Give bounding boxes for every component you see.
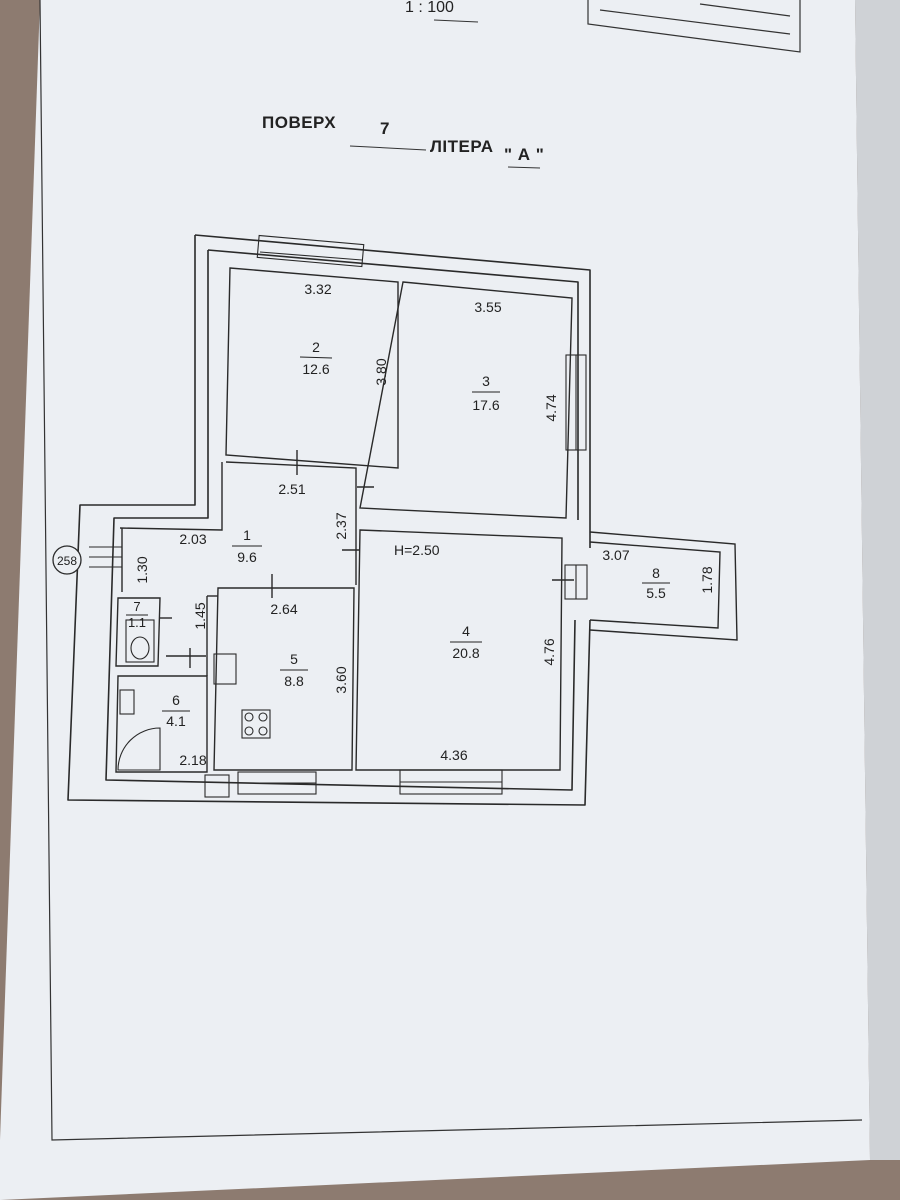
room-8-area: 5.5	[646, 585, 666, 601]
dim-r4-width: 4.36	[440, 747, 467, 763]
dim-wc-height: 1.45	[192, 602, 208, 629]
dim-r6-width: 2.18	[179, 752, 206, 768]
room-2-area: 12.6	[302, 361, 329, 377]
balcony-outline	[589, 531, 738, 641]
shower-icon	[117, 727, 161, 771]
room-8-number: 8	[652, 565, 660, 581]
interior-walls	[115, 267, 573, 773]
paper-edge	[855, 0, 900, 1160]
dim-r4-height: 4.76	[541, 638, 557, 665]
page-frame	[39, 0, 863, 1141]
dim-r1-height: 2.37	[333, 512, 349, 539]
fixtures	[117, 619, 271, 771]
room-1-area: 9.6	[237, 549, 257, 565]
sink-icon-bath	[119, 689, 135, 715]
room-5-area: 8.8	[284, 673, 304, 689]
letter-label: ЛІТЕРА	[430, 137, 494, 156]
sink-icon-kitchen	[213, 653, 237, 685]
section-marker	[52, 545, 82, 575]
stove-icon	[241, 709, 271, 739]
exterior-walls	[67, 234, 591, 806]
dim-r8-width: 3.07	[602, 547, 629, 563]
windows	[89, 234, 588, 798]
room-3-area: 17.6	[472, 397, 499, 413]
dim-r8-height: 1.78	[699, 566, 715, 593]
room-6-area: 4.1	[166, 713, 186, 729]
dim-r2-height: 3.80	[373, 358, 389, 385]
room-7-area: 1.1	[128, 615, 146, 630]
door-marks	[160, 450, 574, 668]
scale-text: 1 : 100	[405, 0, 454, 16]
dim-r3-height: 4.74	[543, 394, 559, 421]
ceiling-height: H=2.50	[394, 542, 440, 558]
toilet-icon	[125, 619, 155, 663]
paper-sheet	[0, 0, 870, 1200]
title-block	[587, 0, 801, 53]
letter-value: " А "	[504, 145, 544, 164]
room-4-number: 4	[462, 623, 470, 639]
dim-r5-height: 3.60	[333, 666, 349, 693]
dim-entry-height: 1.30	[134, 556, 150, 583]
room-2-number: 2	[312, 339, 320, 355]
floor-underline	[349, 145, 427, 151]
scale-underline	[433, 19, 479, 23]
room-4-area: 20.8	[452, 645, 479, 661]
dimension-labels: 3.32 3.80 3.55 4.74 2.51 2.03 2.37 1.30 …	[134, 281, 715, 768]
floor-value: 7	[380, 119, 390, 138]
dim-r1-width-left: 2.03	[179, 531, 206, 547]
dim-r5-width: 2.64	[270, 601, 297, 617]
room-5-number: 5	[290, 651, 298, 667]
dim-r3-width: 3.55	[474, 299, 501, 315]
room-3-number: 3	[482, 373, 490, 389]
room-6-number: 6	[172, 692, 180, 708]
room-7-number: 7	[133, 599, 140, 614]
dim-r1-width-top: 2.51	[278, 481, 305, 497]
room-labels: 2 12.6 3 17.6 1 9.6 4 20.8 5 8.8 6 4.1 7…	[126, 339, 670, 729]
room-1-number: 1	[243, 527, 251, 543]
dim-r2-width: 3.32	[304, 281, 331, 297]
section-marker-label: 258	[57, 554, 77, 568]
floor-label: ПОВЕРХ	[262, 113, 336, 132]
letter-underline	[507, 166, 541, 169]
